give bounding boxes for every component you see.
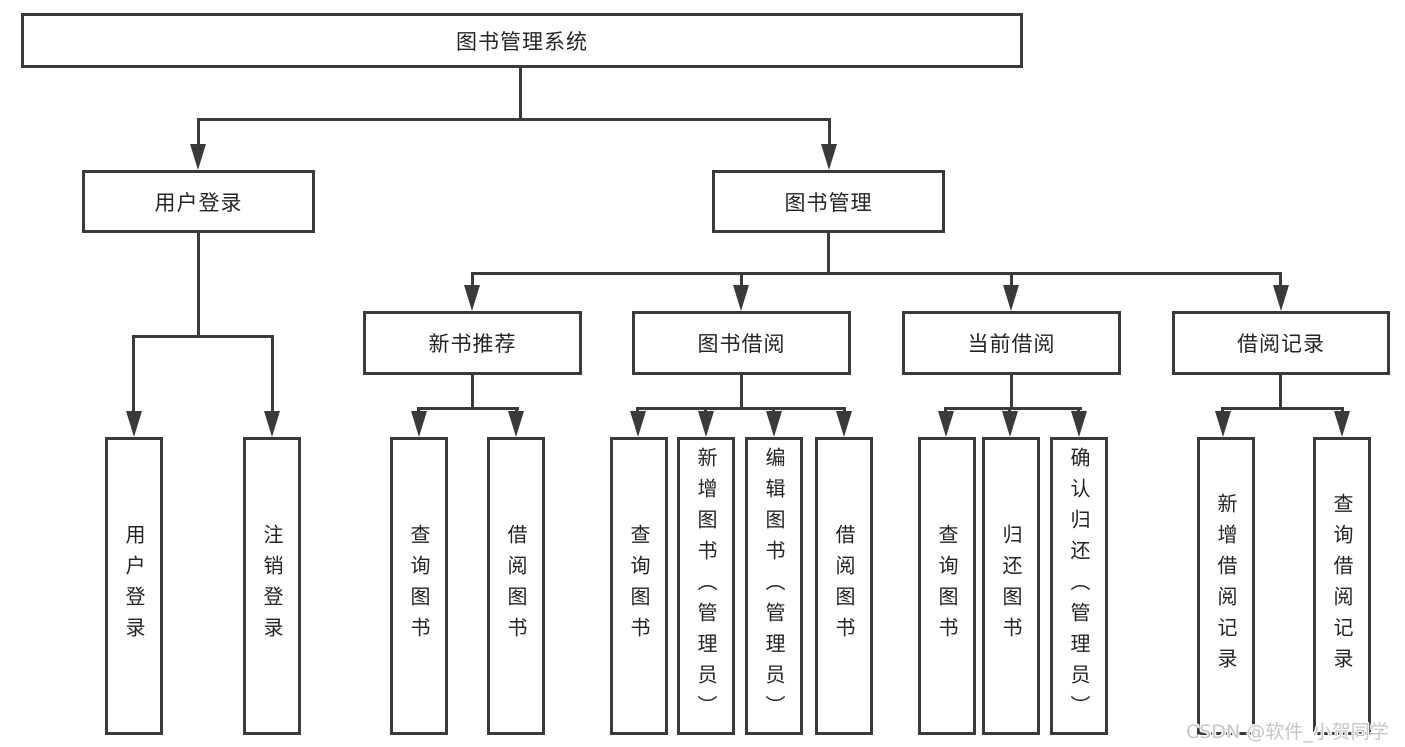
- arrow-down-icon: [1334, 411, 1350, 437]
- connector-stub: [828, 118, 831, 148]
- leaf-confirm-return-admin: 确认归还（管理员）: [1050, 437, 1108, 735]
- leaf-query-borrow-record: 查询借阅记录: [1313, 437, 1371, 735]
- arrow-down-icon: [508, 411, 524, 437]
- connector-stub: [1279, 272, 1282, 288]
- node-label: 用户登录: [154, 190, 243, 215]
- arrow-down-icon: [1071, 411, 1087, 437]
- leaf-label: 编辑图书（管理员）: [762, 446, 786, 726]
- node-book-borrowing: 图书借阅: [632, 311, 851, 375]
- leaf-label: 归还图书: [999, 524, 1023, 648]
- node-label: 当前借阅: [967, 332, 1056, 356]
- node-label: 新书推荐: [428, 332, 517, 356]
- arrow-down-icon: [411, 411, 427, 437]
- arrow-down-icon: [821, 144, 837, 170]
- node-label: 借阅记录: [1237, 332, 1325, 356]
- leaf-label: 注销登录: [260, 524, 284, 648]
- leaf-query-books-2: 查询图书: [610, 437, 668, 735]
- connector-branch: [1221, 407, 1344, 410]
- leaf-user-login: 用户登录: [105, 437, 163, 735]
- leaf-label: 查询图书: [627, 524, 651, 648]
- node-label: 图书借阅: [697, 332, 786, 356]
- connector-stub: [197, 118, 200, 148]
- arrow-down-icon: [190, 144, 206, 170]
- leaf-label: 借阅图书: [832, 524, 856, 648]
- connector-stub: [271, 335, 274, 413]
- arrow-down-icon: [1215, 411, 1231, 437]
- arrow-down-icon: [464, 285, 480, 311]
- arrow-down-icon: [733, 285, 749, 311]
- connector-userlogin-stem: [197, 233, 200, 338]
- arrow-down-icon: [836, 411, 852, 437]
- arrow-down-icon: [1273, 285, 1289, 311]
- leaf-label: 查询图书: [935, 524, 959, 648]
- leaf-label: 新增图书（管理员）: [694, 446, 718, 726]
- leaf-label: 确认归还（管理员）: [1067, 446, 1091, 726]
- leaf-return-books: 归还图书: [982, 437, 1040, 735]
- connector-branch: [417, 407, 519, 410]
- connector-stub: [132, 335, 135, 413]
- connector-stub: [471, 272, 474, 288]
- connector-stub: [1010, 272, 1013, 288]
- node-user-login: 用户登录: [82, 170, 315, 233]
- leaf-borrow-books-2: 借阅图书: [815, 437, 873, 735]
- arrow-down-icon: [938, 411, 954, 437]
- leaf-label: 查询图书: [407, 524, 431, 648]
- node-borrowing-records: 借阅记录: [1172, 311, 1390, 375]
- connector-branch: [636, 407, 846, 410]
- leaf-borrow-books-1: 借阅图书: [487, 437, 545, 735]
- leaf-logout-login: 注销登录: [243, 437, 301, 735]
- connector-stem: [740, 375, 743, 410]
- connector-userlogin-branch: [132, 335, 274, 338]
- leaf-add-books-admin: 新增图书（管理员）: [677, 437, 735, 735]
- arrow-down-icon: [766, 411, 782, 437]
- leaf-label: 用户登录: [122, 524, 146, 648]
- leaf-label: 借阅图书: [504, 524, 528, 648]
- leaf-edit-books-admin: 编辑图书（管理员）: [745, 437, 803, 735]
- arrow-down-icon: [126, 411, 142, 437]
- node-label: 图书管理: [784, 190, 873, 215]
- arrow-down-icon: [1003, 285, 1019, 311]
- connector-root-stem: [519, 68, 522, 121]
- connector-stub: [740, 272, 743, 288]
- leaf-query-books-1: 查询图书: [390, 437, 448, 735]
- node-book-management: 图书管理: [712, 170, 945, 233]
- connector-branch: [944, 407, 1082, 410]
- connector-stem: [1279, 375, 1282, 410]
- connector-stem: [1010, 375, 1013, 410]
- leaf-label: 新增借阅记录: [1214, 493, 1238, 679]
- leaf-add-borrow-record: 新增借阅记录: [1197, 437, 1255, 735]
- node-library-system: 图书管理系统: [21, 13, 1023, 68]
- leaf-query-books-3: 查询图书: [918, 437, 976, 735]
- node-current-borrowing: 当前借阅: [902, 311, 1121, 375]
- node-new-book-recommendation: 新书推荐: [363, 311, 582, 375]
- arrow-down-icon: [698, 411, 714, 437]
- connector-root-branch: [197, 118, 831, 121]
- csdn-watermark: CSDN @软件_小贺同学: [1186, 721, 1389, 743]
- node-label: 图书管理系统: [456, 29, 588, 54]
- arrow-down-icon: [630, 411, 646, 437]
- arrow-down-icon: [1002, 411, 1018, 437]
- leaf-label: 查询借阅记录: [1330, 493, 1354, 679]
- connector-bookmgmt-branch: [471, 272, 1282, 275]
- connector-bookmgmt-stem: [827, 233, 830, 275]
- arrow-down-icon: [264, 411, 280, 437]
- connector-stem: [471, 375, 474, 410]
